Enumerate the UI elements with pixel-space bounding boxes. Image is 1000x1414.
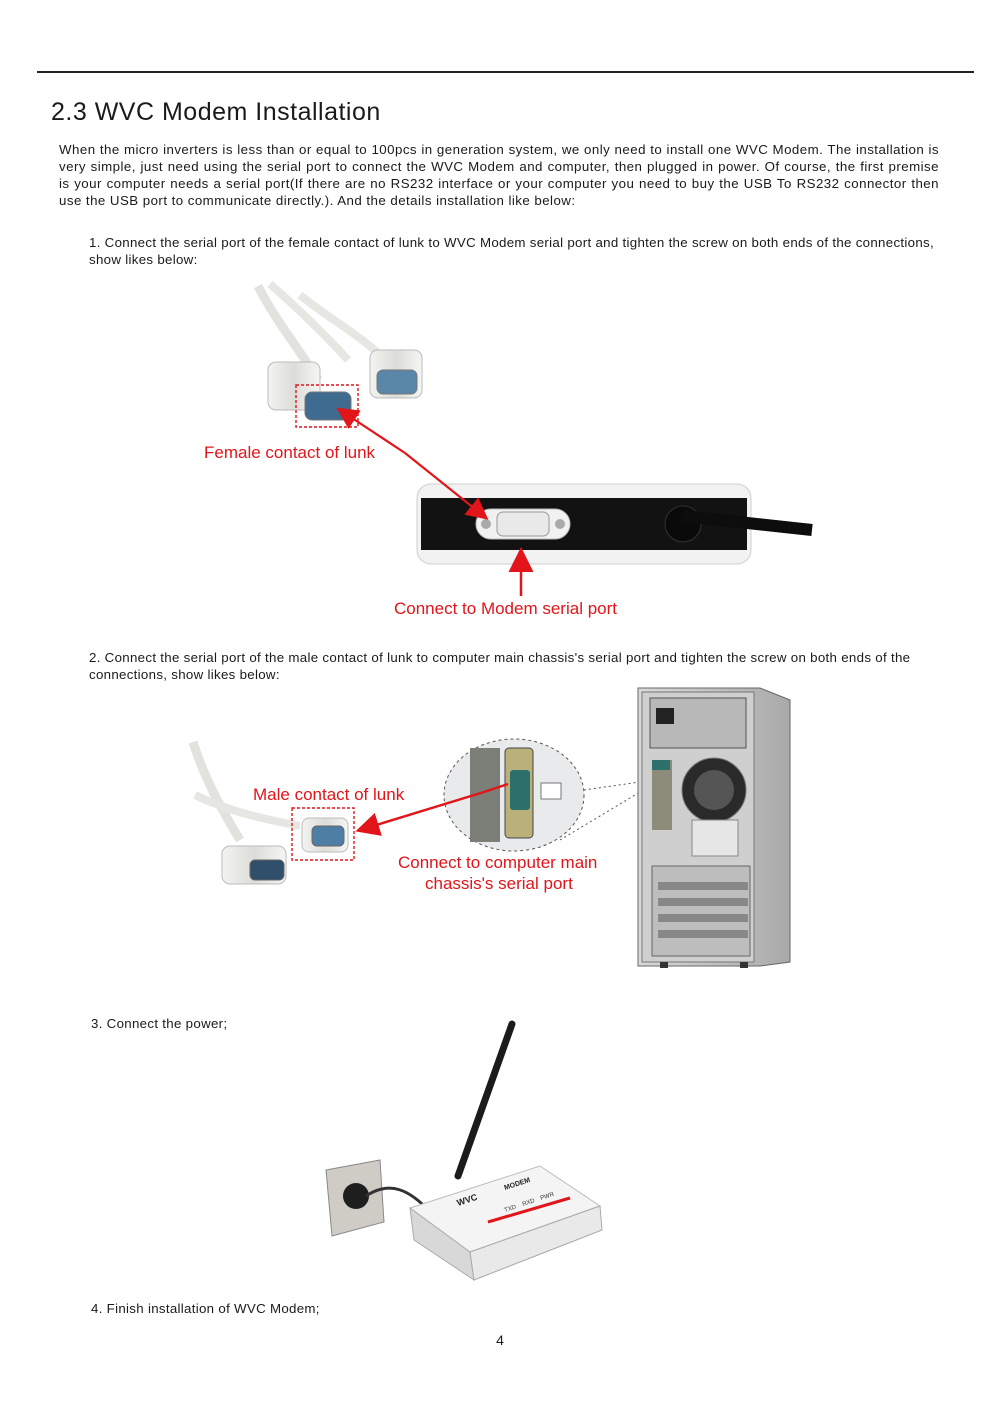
figure1-annotations: Female contact of lunk Connect to Modem … (204, 407, 617, 618)
header-rule (37, 71, 974, 73)
figure2-serial-cables (188, 740, 355, 885)
page-number: 4 (496, 1332, 504, 1348)
step-1: 1. Connect the serial port of the female… (89, 235, 934, 267)
figure1-serial-cables (253, 280, 423, 428)
step-3: 3. Connect the power; (91, 1016, 228, 1031)
label-modem-serial-port: Connect to Modem serial port (394, 599, 617, 618)
led-label-txd: TXD (504, 1204, 518, 1214)
figure2-computer-tower (637, 687, 791, 968)
step-2: 2. Connect the serial port of the male c… (89, 650, 911, 682)
label-female-contact: Female contact of lunk (204, 443, 376, 462)
figure3-modem-device: WVC MODEM TXD RXD PWR (408, 1020, 603, 1282)
figure1-modem (416, 483, 813, 565)
figure3-wall-socket (325, 1159, 432, 1237)
step-4: 4. Finish installation of WVC Modem; (91, 1301, 320, 1316)
label-male-contact: Male contact of lunk (253, 785, 405, 804)
label-computer-port-line1: Connect to computer main (398, 853, 597, 872)
intro-paragraph: When the micro inverters is less than or… (59, 142, 939, 208)
section-title: 2.3 WVC Modem Installation (51, 98, 381, 126)
figure2-annotations: Male contact of lunk Connect to computer… (253, 782, 597, 893)
label-computer-port-line2: chassis's serial port (425, 874, 573, 893)
led-label-rxd: RXD (522, 1198, 537, 1208)
led-label-pwr: PWR (540, 1192, 556, 1202)
figure2-port-closeup (443, 738, 641, 852)
